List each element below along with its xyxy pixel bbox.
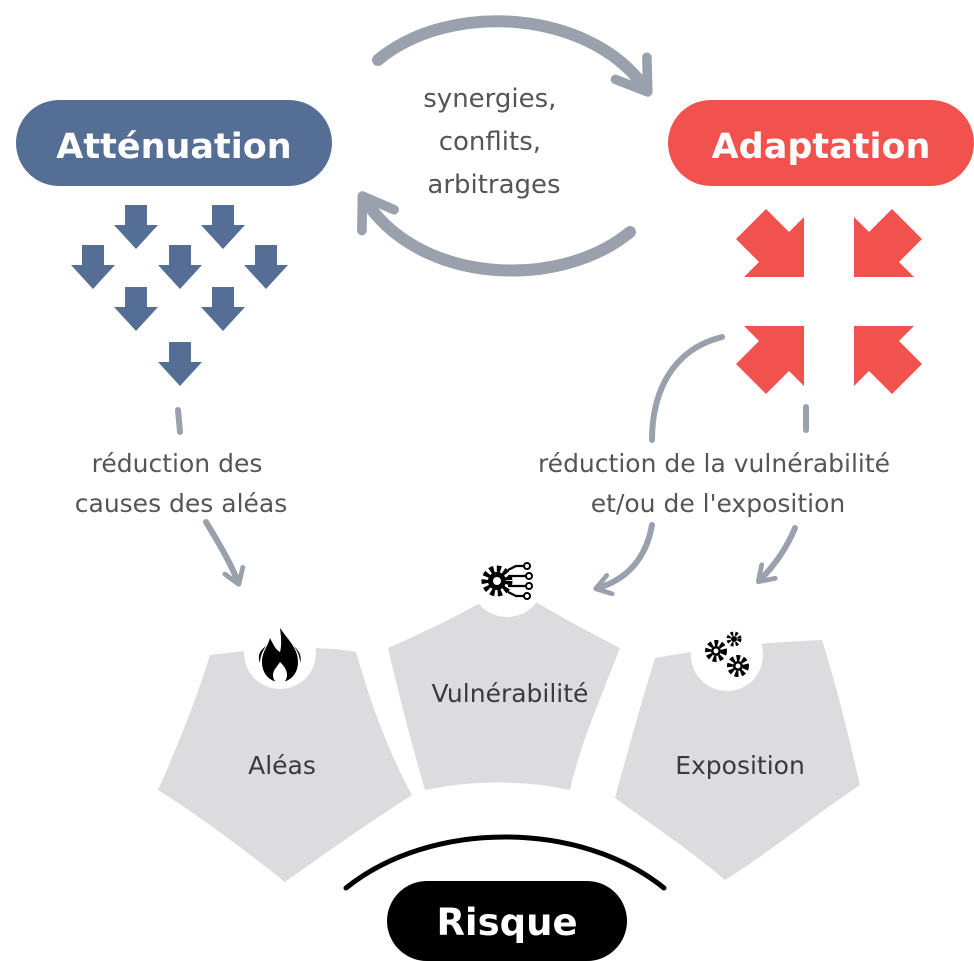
mitigation-arrows-icon (71, 205, 288, 386)
exposure-label: Exposition (675, 751, 805, 780)
mitigation-caption-line-1: réduction des (92, 449, 263, 478)
risk-arc (343, 834, 667, 891)
cycle-arrow-top (372, 15, 653, 97)
adaptation-label: Adaptation (712, 127, 931, 167)
cycle-arrow-bottom (357, 191, 636, 277)
exposure-shape (615, 640, 860, 880)
gears-icon (691, 619, 763, 691)
interaction-line-2: conflits, (439, 127, 541, 157)
mitigation-to-hazards-arrow (175, 407, 183, 435)
interaction-line-3: arbitrages (427, 170, 560, 200)
mitigation-caption: réduction des causes des aléas (75, 449, 288, 518)
adaptation-caption-line-1: réduction de la vulnérabilité (538, 449, 890, 478)
mitigation-pill (16, 100, 332, 186)
vulnerability-shape (388, 585, 620, 790)
mitigation-caption-line-2: causes des aléas (75, 489, 288, 518)
mitigation-to-hazards-arrow-tail (203, 519, 246, 587)
gear-circuit-icon (470, 543, 544, 617)
risk-pill (387, 881, 627, 961)
risk-label: Risque (436, 901, 577, 944)
adaptation-compress-icon (736, 209, 922, 394)
fire-icon (244, 617, 316, 689)
hazards-label: Aléas (248, 751, 316, 780)
adaptation-pill (668, 100, 974, 186)
adaptation-caption-line-2: et/ou de l'exposition (591, 489, 845, 518)
adaptation-to-vulnerability-arrow (649, 334, 725, 443)
hazards-shape (158, 648, 412, 882)
adaptation-caption: réduction de la vulnérabilité et/ou de l… (538, 449, 898, 518)
adaptation-to-exposure-arrow-tail (755, 525, 798, 585)
interaction-line-1: synergies, (423, 84, 556, 114)
adaptation-to-vulnerability-arrow-tail (593, 522, 655, 597)
interaction-text: synergies, conflits, arbitrages (423, 84, 564, 200)
vulnerability-label: Vulnérabilité (432, 679, 589, 708)
mitigation-label: Atténuation (56, 127, 291, 167)
